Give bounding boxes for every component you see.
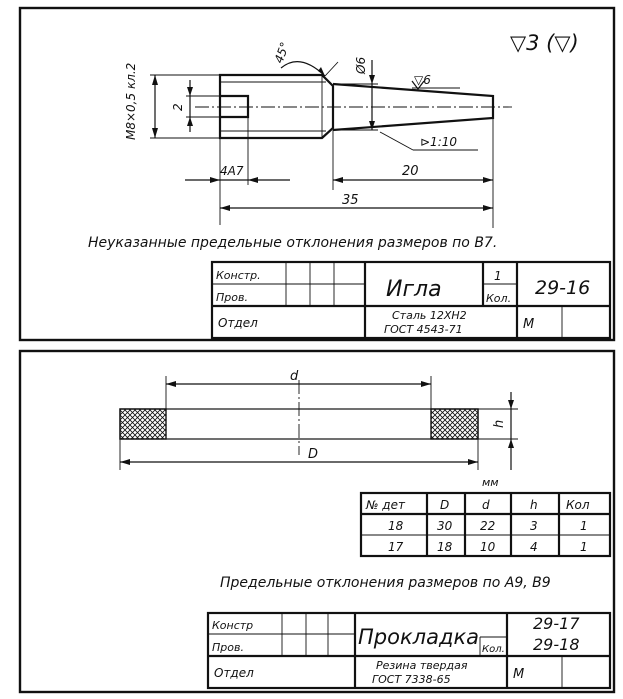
gasket-dimensions bbox=[119, 376, 518, 470]
roughness-taper: ▽6 bbox=[414, 73, 431, 87]
tb2-prov: Пров. bbox=[212, 641, 244, 654]
tb2-material-1: Резина твердая bbox=[376, 659, 468, 672]
table-header-D: D bbox=[440, 498, 449, 512]
note-needle: Неуказанные предельные отклонения размер… bbox=[88, 235, 497, 251]
roughness-general: ▽3 (▽) bbox=[510, 31, 579, 55]
table-row-1-part: 18 bbox=[388, 519, 404, 533]
tb2-otdel: Отдел bbox=[214, 666, 254, 680]
table-row-1-d: 22 bbox=[480, 519, 495, 533]
table-header-qty: Кол bbox=[566, 498, 590, 512]
tb2-konstr: Констр bbox=[212, 619, 253, 632]
table-row-1-qty: 1 bbox=[580, 519, 588, 533]
tb1-name: Игла bbox=[386, 277, 442, 302]
dim-D: D bbox=[308, 447, 318, 462]
dim-taper: ⊳1:10 bbox=[420, 135, 457, 149]
title-block-gasket bbox=[206, 611, 612, 690]
frame-gasket bbox=[18, 349, 616, 694]
dim-35: 35 bbox=[342, 193, 359, 208]
dim-thread: M8×0,5 кл.2 bbox=[124, 63, 138, 140]
note-gasket: Предельные отклонения размеров по А9, В9 bbox=[220, 575, 551, 591]
needle-dimensions bbox=[150, 60, 494, 228]
dim-angle: 45° bbox=[272, 40, 292, 65]
table-row-2-part: 17 bbox=[388, 540, 404, 554]
dim-slot: 2 bbox=[171, 103, 185, 111]
table-row-2-h: 4 bbox=[530, 540, 538, 554]
title-block-needle bbox=[210, 260, 612, 340]
dim-dia: Ø6 bbox=[354, 57, 368, 75]
tb1-scale: М bbox=[523, 317, 534, 332]
tb2-material-2: ГОСТ 7338-65 bbox=[372, 673, 451, 686]
table-header-part-no: № дет bbox=[365, 498, 406, 512]
tb2-number-1: 29-17 bbox=[533, 614, 580, 633]
tb1-material-1: Сталь 12ХН2 bbox=[392, 309, 467, 322]
drawing-needle: ▽3 (▽) ▽6 M8×0,5 кл.2 2 45° Ø6 ⊳1:10 20 … bbox=[18, 6, 616, 342]
table-header-h: h bbox=[530, 498, 538, 512]
dim-d: d bbox=[290, 369, 299, 384]
dim-4a7: 4A7 bbox=[220, 164, 244, 178]
tb1-konstr: Констр. bbox=[216, 269, 261, 282]
unit-mm: мм bbox=[482, 476, 499, 489]
tb2-kol: Кол. bbox=[482, 644, 505, 655]
table-row-1-D: 30 bbox=[437, 519, 453, 533]
tb1-otdel: Отдел bbox=[218, 316, 258, 330]
tb1-qty: 1 bbox=[494, 269, 502, 283]
tb2-number-2: 29-18 bbox=[533, 635, 580, 654]
drawing-gasket: d D h мм № дет D d h Кол 18 30 22 3 1 17… bbox=[18, 349, 616, 694]
table-row-2-D: 18 bbox=[437, 540, 453, 554]
table-row-1-h: 3 bbox=[530, 519, 538, 533]
tb2-scale: М bbox=[513, 667, 524, 682]
table-row-2-qty: 1 bbox=[580, 540, 588, 554]
frame-needle bbox=[18, 6, 616, 342]
dim-20: 20 bbox=[402, 164, 419, 179]
tb1-number: 29-16 bbox=[535, 277, 590, 299]
parts-table bbox=[359, 491, 612, 558]
tb1-material-2: ГОСТ 4543-71 bbox=[384, 323, 463, 336]
table-row-2-d: 10 bbox=[480, 540, 496, 554]
tb1-prov: Пров. bbox=[216, 291, 248, 304]
tb2-name: Прокладка bbox=[358, 625, 479, 649]
gasket-section bbox=[119, 380, 479, 455]
table-header-d: d bbox=[482, 498, 490, 512]
dim-h: h bbox=[492, 420, 507, 428]
tb1-kol: Кол. bbox=[486, 292, 511, 305]
